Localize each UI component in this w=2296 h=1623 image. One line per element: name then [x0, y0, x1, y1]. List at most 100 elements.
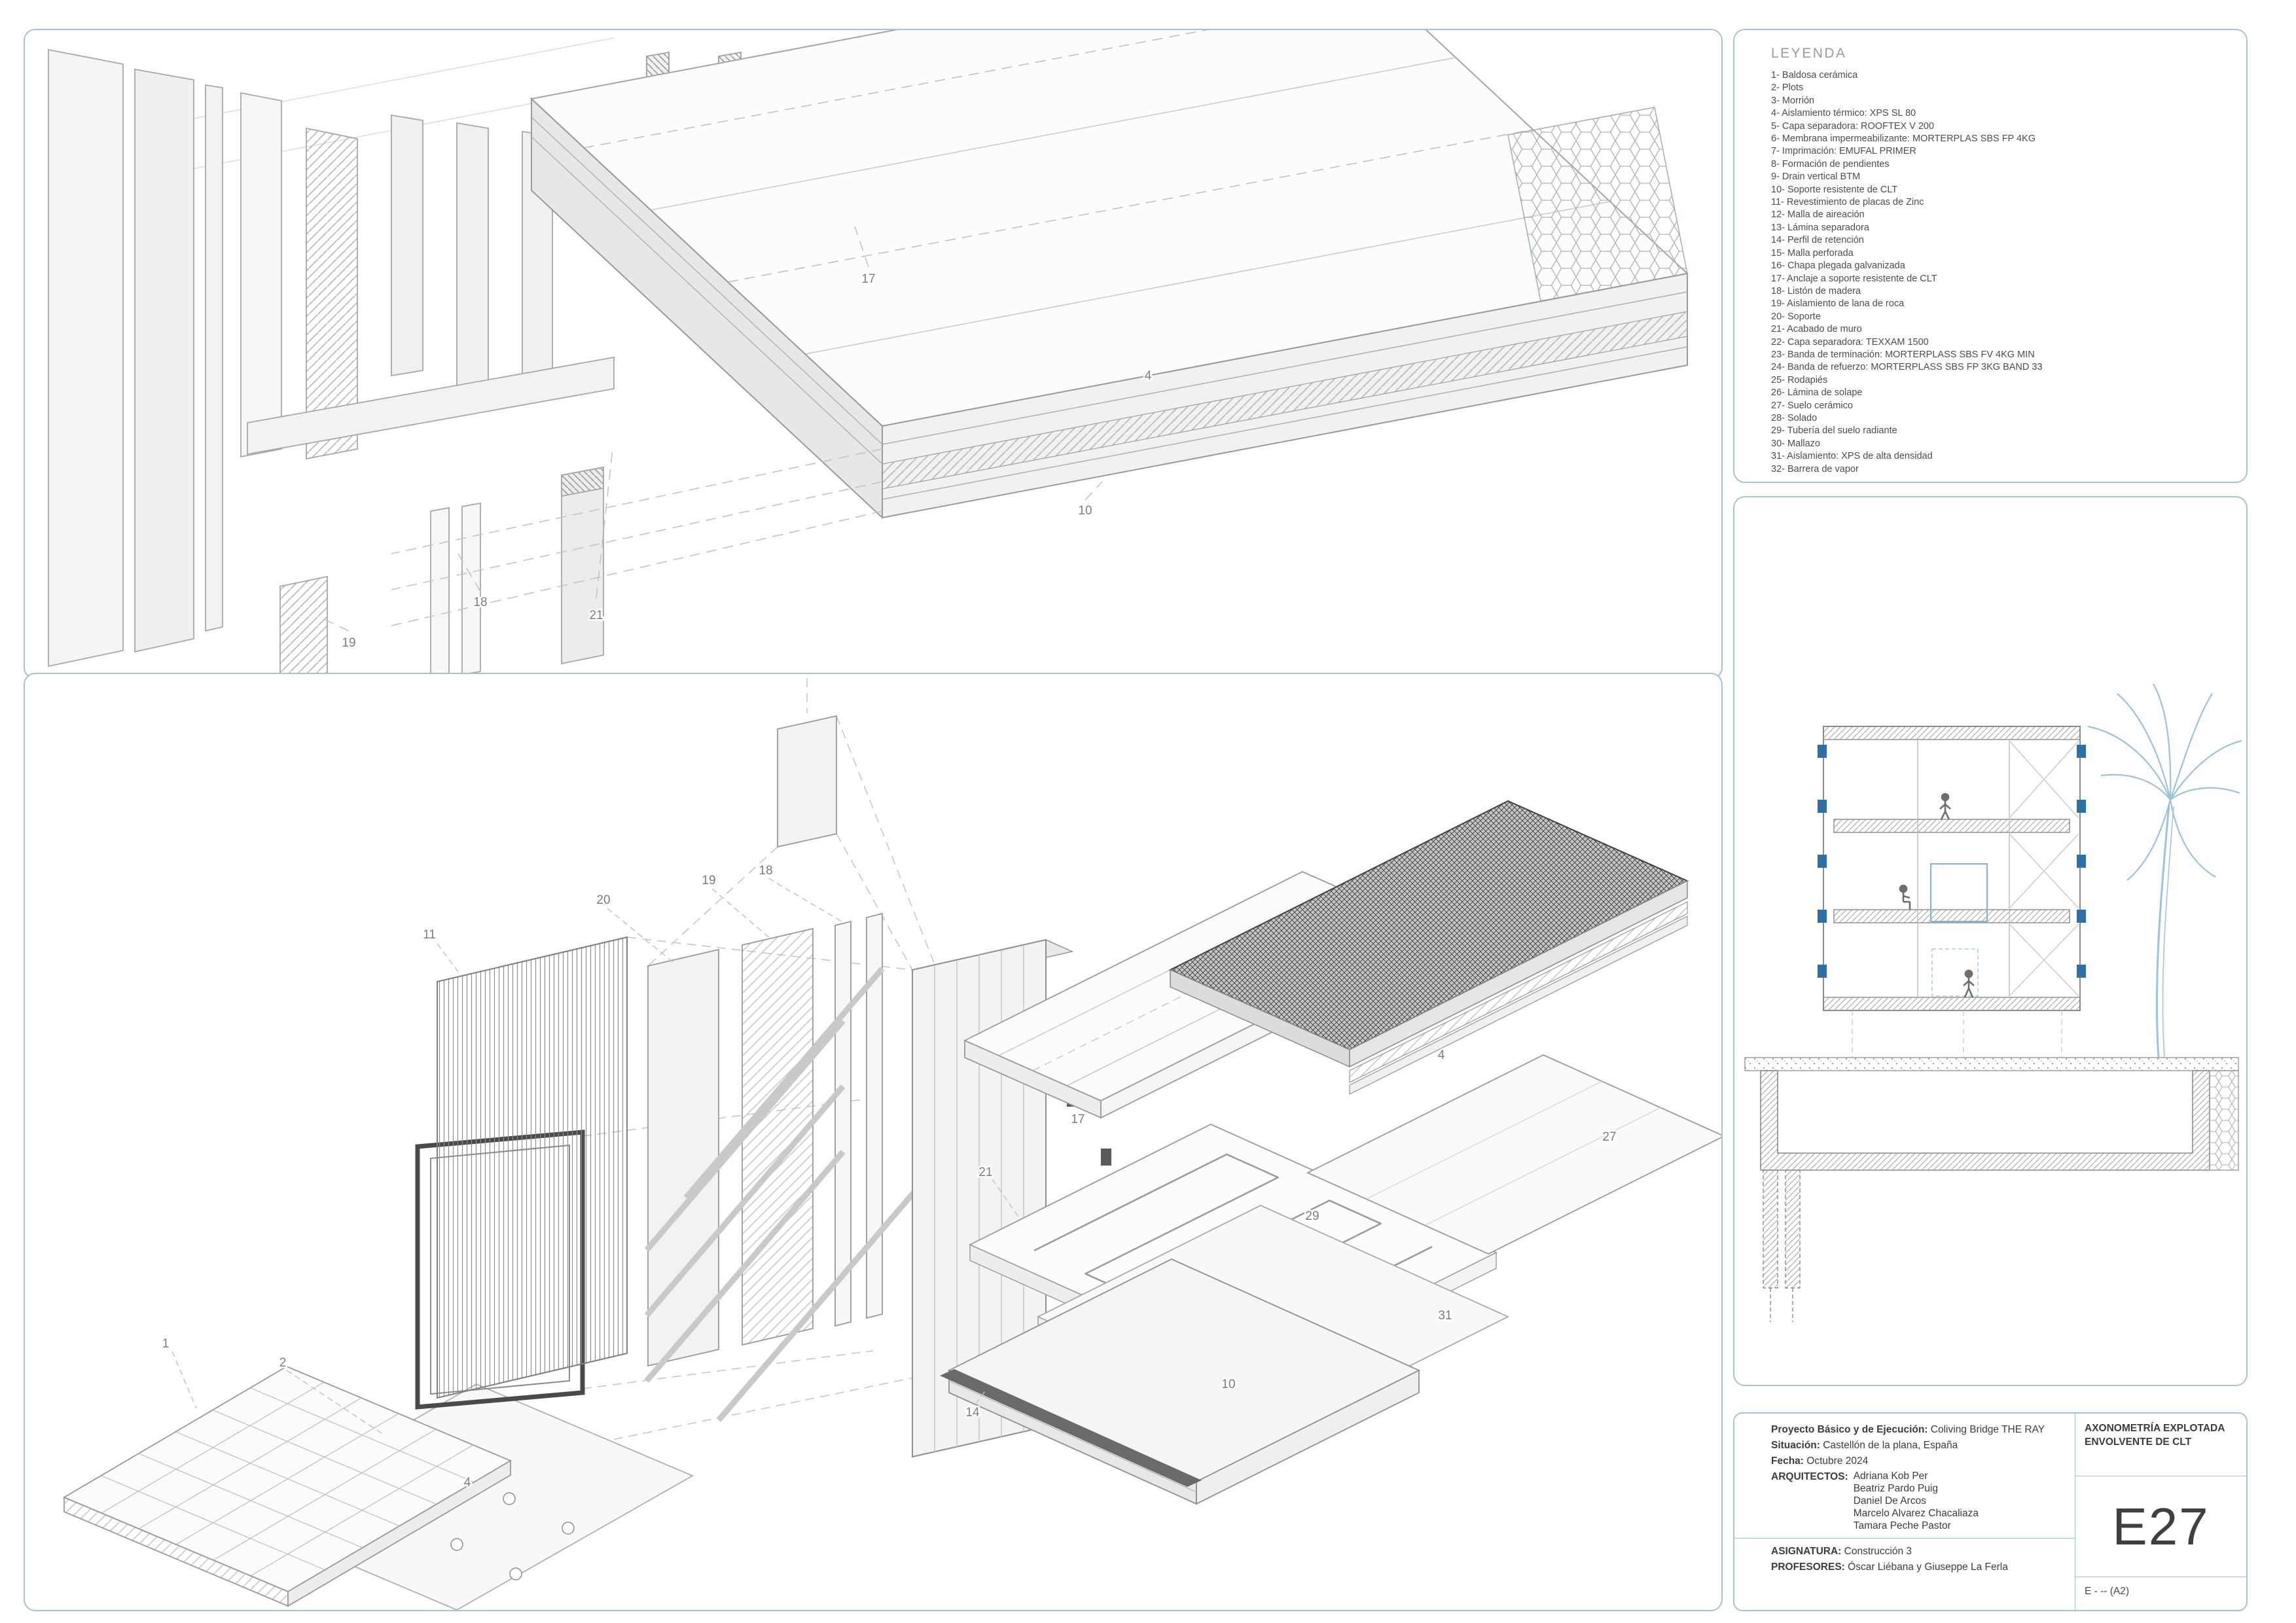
architect-name: Daniel De Arcos [1853, 1495, 1926, 1507]
legend-item: 2- Plots [1771, 82, 1804, 94]
project-value: Coliving Bridge THE RAY [1930, 1424, 2045, 1435]
callout-2: 2 [279, 1356, 287, 1370]
drawing-title-line2: ENVOLVENTE DE CLT [2085, 1436, 2192, 1448]
course-label: ASIGNATURA: [1771, 1546, 1842, 1557]
title-block-info: Proyecto Básico y de Ejecución: Coliving… [1734, 1414, 2075, 1610]
location-value: Castellón de la plana, España [1823, 1440, 1958, 1451]
legend-item: 7- Imprimación: EMUFAL PRIMER [1771, 146, 1916, 157]
sheet-number: E27 [2075, 1476, 2246, 1577]
legend-item: 15- Malla perforada [1771, 247, 1854, 259]
callout-21: 21 [589, 609, 603, 622]
exploded-axo-panel: 11 20 19 18 17 4 21 29 27 31 10 14 1 2 4 [24, 673, 1723, 1611]
title-block-right: AXONOMETRÍA EXPLOTADA ENVOLVENTE DE CLT … [2075, 1414, 2246, 1610]
lintel-beam [247, 356, 615, 455]
facade-clips [1818, 745, 2086, 978]
legend-item: 31- Aislamiento: XPS de alta densidad [1771, 451, 1933, 462]
legend-item: 28- Solado [1771, 412, 1818, 423]
callouts: 11 20 19 18 17 4 21 29 27 31 10 14 1 2 4 [160, 863, 1618, 1491]
wood-batten [461, 502, 481, 676]
legend-item: 27- Suelo cerámico [1771, 400, 1853, 411]
top-junction-panel: 17 4 10 18 21 19 [24, 29, 1723, 679]
legend-item: 8- Formación de pendientes [1771, 158, 1890, 169]
diagonal-rails [644, 967, 918, 1422]
gravel-strip [1744, 1057, 2239, 1071]
callout-19: 19 [342, 636, 355, 650]
wall-layers [647, 912, 883, 1367]
section-drawing [1744, 683, 2242, 1322]
date-value: Octubre 2024 [1806, 1455, 1869, 1467]
callout-18: 18 [473, 596, 487, 609]
callout-18: 18 [759, 864, 772, 878]
roof-xps-edge [1349, 901, 1688, 1084]
callout-11: 11 [423, 928, 436, 942]
architect-name: Adriana Kob Per [1853, 1471, 1928, 1482]
legend-item: 13- Lámina separadora [1771, 222, 1869, 233]
building-section [1818, 726, 2086, 1011]
roof-slab-left-face [531, 97, 883, 520]
callout-17: 17 [1071, 1113, 1085, 1126]
callout-leaders [171, 878, 1020, 1434]
legend-item: 1- Baldosa cerámica [1771, 70, 1858, 80]
interior-walls [1917, 740, 2010, 997]
legend-item: 23- Banda de terminación: MORTERPLASS SB… [1771, 349, 2035, 360]
architects-list: Adriana Kob Per Beatriz Pardo Puig Danie… [1854, 1470, 1979, 1532]
location-label: Situación: [1771, 1440, 1820, 1451]
callout-4: 4 [1145, 369, 1152, 383]
date-row: Fecha: Octubre 2024 [1771, 1454, 2063, 1468]
legend-item: 19- Aislamiento de lana de roca [1771, 298, 1905, 310]
callout-27: 27 [1602, 1130, 1616, 1144]
legend-item: 4- Aislamiento térmico: XPS SL 80 [1771, 108, 1916, 119]
exploded-axo-drawing: 11 20 19 18 17 4 21 29 27 31 10 14 1 2 4 [62, 678, 1721, 1610]
floor-slab [1833, 909, 2070, 923]
project-label: Proyecto Básico y de Ejecución: [1771, 1424, 1928, 1435]
wood-batten [866, 912, 883, 1319]
detail-box-upper [1930, 863, 1988, 922]
retention-profile [940, 1369, 1202, 1487]
wall-panels-left [48, 48, 615, 678]
legend-list: 1- Baldosa cerámica 2- Plots 3- Morrión … [1771, 69, 2231, 476]
roof-slab [1823, 726, 2081, 740]
floor-slab [1833, 819, 2070, 833]
braces [2009, 740, 2079, 997]
drawing-title-line1: AXONOMETRÍA EXPLOTADA [2085, 1423, 2225, 1434]
drawing-title: AXONOMETRÍA EXPLOTADA ENVOLVENTE DE CLT [2075, 1414, 2246, 1476]
course-row: ASIGNATURA: Construcción 3 [1771, 1544, 2063, 1558]
person [1899, 884, 1911, 910]
architect-name: Tamara Peche Pastor [1853, 1520, 1951, 1531]
legend-item: 29- Tubería del suelo radiante [1771, 425, 1897, 437]
retaining-tray [1760, 1070, 2210, 1171]
architects-row: ARQUITECTOS: Adriana Kob Per Beatriz Par… [1771, 1470, 2063, 1532]
course-value: Construcción 3 [1844, 1546, 1912, 1557]
legend-item: 6- Membrana impermeabilizante: MORTERPLA… [1771, 134, 2036, 145]
callout-10: 10 [1221, 1378, 1235, 1391]
legend-item: 25- Rodapiés [1771, 374, 1828, 385]
palm-tree [2087, 683, 2242, 1058]
callout-10: 10 [1078, 504, 1092, 518]
professors-value: Óscar Liébana y Giuseppe La Ferla [1848, 1561, 2008, 1573]
legend-item: 14- Perfil de retención [1771, 235, 1864, 246]
roof-slab [529, 30, 1689, 520]
legend-item: 21- Acabado de muro [1771, 324, 1862, 335]
callout-4: 4 [1438, 1048, 1445, 1062]
support-layer [647, 948, 719, 1367]
ceramic-floor-sheet [1306, 1054, 1721, 1255]
detail-box-lower [1931, 948, 1979, 997]
zinc-cladding-panel [437, 936, 628, 1399]
stone-block [2209, 1070, 2239, 1171]
callout-19: 19 [702, 874, 715, 887]
callout-31: 31 [1438, 1309, 1452, 1323]
legend-item: 24- Banda de refuerzo: MORTERPLASS SBS F… [1771, 362, 2043, 373]
gravel-hex-corner [1507, 107, 1688, 302]
architects-label: ARQUITECTOS: [1771, 1471, 1848, 1482]
legend-item: 12- Malla de aireación [1771, 209, 1865, 221]
architect-name: Marcelo Alvarez Chacaliaza [1853, 1508, 1979, 1519]
legend-item: 18- Listón de madera [1771, 285, 1861, 296]
legend-title: LEYENDA [1771, 46, 1847, 61]
scale-note: E - -- (A2) [2085, 1586, 2130, 1597]
legend-item: 22- Capa separadora: TEXXAM 1500 [1771, 336, 1929, 348]
legend: LEYENDA 1- Baldosa cerámica 2- Plots 3- … [1734, 30, 2246, 476]
wood-batten [430, 507, 450, 678]
piles [1763, 1169, 1801, 1322]
callout-17: 17 [861, 272, 875, 286]
legend-item: 16- Chapa plegada galvanizada [1771, 260, 1905, 272]
